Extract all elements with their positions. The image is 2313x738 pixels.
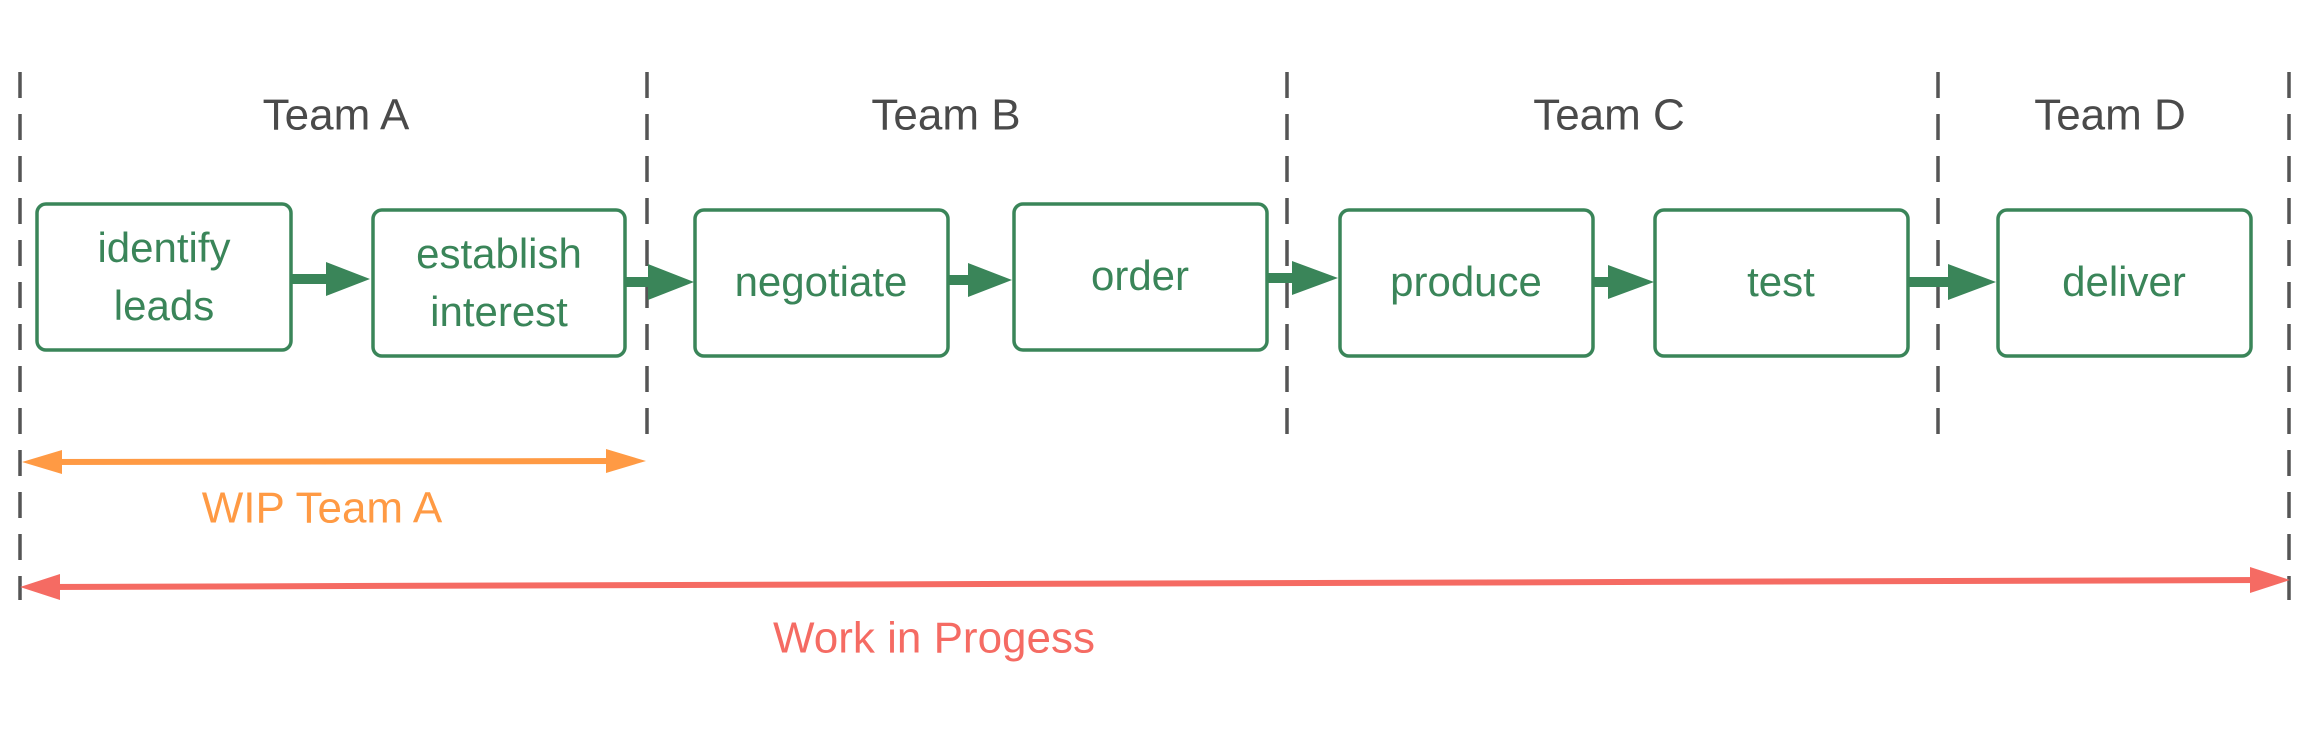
step-label: deliver: [2062, 258, 2186, 305]
step-negotiate: negotiate: [693, 208, 950, 358]
step-label: order: [1091, 252, 1189, 299]
total-wip-line: [43, 577, 2265, 590]
flow-arrow-produce-to-test: [1594, 265, 1654, 299]
step-label-line-2: interest: [430, 288, 568, 335]
total-wip-left-arrowhead: [20, 574, 60, 600]
step-box: [1996, 208, 2253, 358]
step-box: [35, 202, 293, 352]
total-wip-right-arrowhead: [2250, 567, 2290, 593]
step-label-line-2: leads: [114, 282, 214, 329]
team-a-wip-span: WIP Team A: [22, 449, 646, 533]
team-headings: Team A Team B Team C Team D: [263, 91, 2186, 140]
total-wip-label: Work in Progess: [773, 614, 1095, 663]
flow-arrow-negotiate-to-order: [948, 263, 1012, 297]
step-identify-leads: identify leads: [35, 202, 293, 352]
step-label-line-1: establish: [416, 230, 582, 277]
step-establish-interest: establish interest: [371, 208, 627, 358]
flow-arrow-identify-to-establish: [292, 262, 370, 296]
team-d-heading: Team D: [2034, 91, 2186, 140]
step-order: order: [1012, 202, 1269, 352]
flow-arrow-test-to-deliver: [1908, 264, 1996, 300]
step-label: produce: [1390, 258, 1542, 305]
team-a-wip-line: [41, 458, 619, 465]
team-a-heading: Team A: [263, 91, 410, 140]
step-label: negotiate: [735, 258, 908, 305]
step-label: test: [1747, 258, 1815, 305]
team-c-heading: Team C: [1533, 91, 1685, 140]
team-b-heading: Team B: [871, 91, 1020, 140]
team-a-wip-label: WIP Team A: [202, 484, 443, 533]
flow-arrow-establish-to-negotiate: [626, 264, 694, 300]
step-box: [693, 208, 950, 358]
team-a-wip-left-arrowhead: [22, 450, 62, 474]
step-box: [371, 208, 627, 358]
step-box: [1653, 208, 1910, 358]
flow-arrows: [292, 261, 1996, 300]
step-test: test: [1653, 208, 1910, 358]
step-box: [1338, 208, 1595, 358]
step-label-line-1: identify: [97, 224, 230, 271]
team-a-wip-right-arrowhead: [606, 449, 646, 473]
flow-arrow-order-to-produce: [1268, 261, 1338, 295]
process-steps: identify leads establish interest negoti…: [35, 202, 2253, 358]
total-wip-span: Work in Progess: [20, 567, 2290, 663]
step-produce: produce: [1338, 208, 1595, 358]
step-deliver: deliver: [1996, 208, 2253, 358]
team-dividers: [18, 72, 2291, 600]
step-box: [1012, 202, 1269, 352]
